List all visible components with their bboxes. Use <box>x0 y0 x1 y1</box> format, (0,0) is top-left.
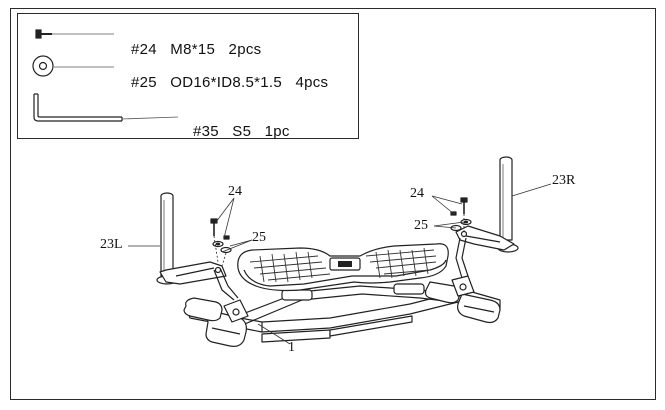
part-35-row: #35 S5 1pc <box>184 106 290 140</box>
callout-washer-left: 25 <box>252 230 266 245</box>
callout-bolt-right: 24 <box>410 186 424 201</box>
part-qty: 4pcs <box>295 74 329 91</box>
right-bolt-washer <box>450 197 472 232</box>
leader-lines <box>128 183 552 345</box>
part-number: #24 <box>130 41 157 58</box>
part-number: #25 <box>130 74 157 91</box>
part-number: #35 <box>192 123 219 140</box>
hex-key-icon <box>33 93 179 122</box>
part-qty: 1pc <box>264 123 290 140</box>
bolt-icon <box>35 29 114 39</box>
callout-frame: 1 <box>288 340 295 355</box>
part-24-row: #24 M8*15 2pcs <box>122 24 261 58</box>
left-upright-leg <box>156 192 239 301</box>
base-frame <box>183 275 501 347</box>
stepper-platform <box>237 243 449 292</box>
diagram-frame <box>10 8 656 400</box>
callout-bolt-left: 24 <box>228 184 242 199</box>
part-name: S5 <box>232 123 252 140</box>
callout-washer-right: 25 <box>414 218 428 233</box>
part-name: OD16*ID8.5*1.5 <box>170 74 283 91</box>
right-upright-leg <box>455 156 519 279</box>
washer-icon <box>32 55 114 77</box>
part-name: M8*15 <box>170 41 216 58</box>
parts-list-box <box>17 13 359 139</box>
callout-leg-left: 23L <box>100 237 123 252</box>
callout-leg-right: 23R <box>552 173 576 188</box>
part-qty: 2pcs <box>228 41 262 58</box>
part-25-row: #25 OD16*ID8.5*1.5 4pcs <box>122 57 328 91</box>
left-bolt-washer <box>210 218 232 267</box>
